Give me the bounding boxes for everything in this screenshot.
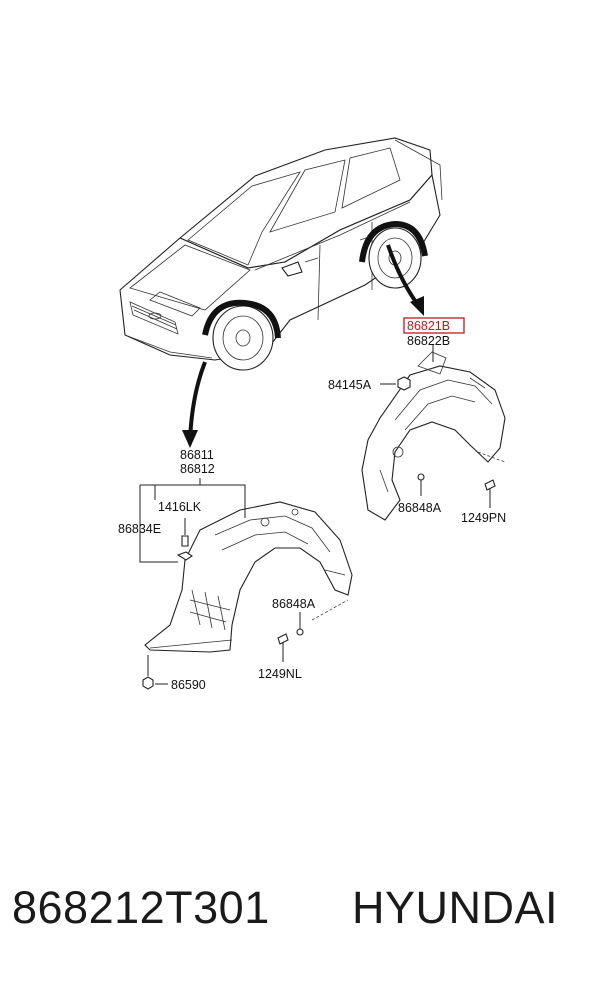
label-front-pair-top[interactable]: 86811 bbox=[180, 448, 214, 462]
label-rear-nut[interactable]: 84145A bbox=[328, 378, 372, 392]
label-front-bolt[interactable]: 1249NL bbox=[258, 667, 302, 681]
label-front-screw-clip[interactable]: 86848A bbox=[272, 597, 316, 611]
selected-part-highlight bbox=[403, 317, 465, 334]
front-liner-arrow bbox=[182, 361, 207, 448]
part-number: 868212T301 bbox=[12, 882, 270, 933]
label-front-nut[interactable]: 86590 bbox=[171, 678, 206, 692]
car-illustration bbox=[119, 137, 443, 371]
parts-diagram: 86821B 86822B 84145A 86848A 1249PN 86811… bbox=[118, 137, 506, 692]
front-nut bbox=[142, 655, 154, 690]
label-front-pair-bottom[interactable]: 86812 bbox=[180, 462, 215, 476]
product-footer: 868212T301 HYUNDAI bbox=[0, 868, 600, 958]
label-clip-b[interactable]: 86834E bbox=[118, 522, 161, 536]
rear-nut bbox=[397, 376, 411, 391]
label-rear-bolt[interactable]: 1249PN bbox=[461, 511, 506, 525]
front-wheel-liner bbox=[144, 501, 353, 653]
label-clip-a[interactable]: 1416LK bbox=[158, 500, 202, 514]
rear-screw-clip bbox=[417, 473, 425, 496]
rear-wheel-liner bbox=[361, 351, 506, 521]
rear-bolt bbox=[484, 479, 496, 508]
label-rear-part-other[interactable]: 86822B bbox=[407, 334, 450, 348]
rear-liner-arrow bbox=[386, 244, 424, 316]
label-rear-part-selected[interactable]: 86821B bbox=[407, 319, 450, 333]
front-clip bbox=[176, 535, 193, 561]
brand-name: HYUNDAI bbox=[352, 882, 559, 933]
label-rear-screw-clip[interactable]: 86848A bbox=[398, 501, 442, 515]
front-screw-clip bbox=[296, 612, 304, 636]
front-bolt bbox=[277, 633, 289, 662]
